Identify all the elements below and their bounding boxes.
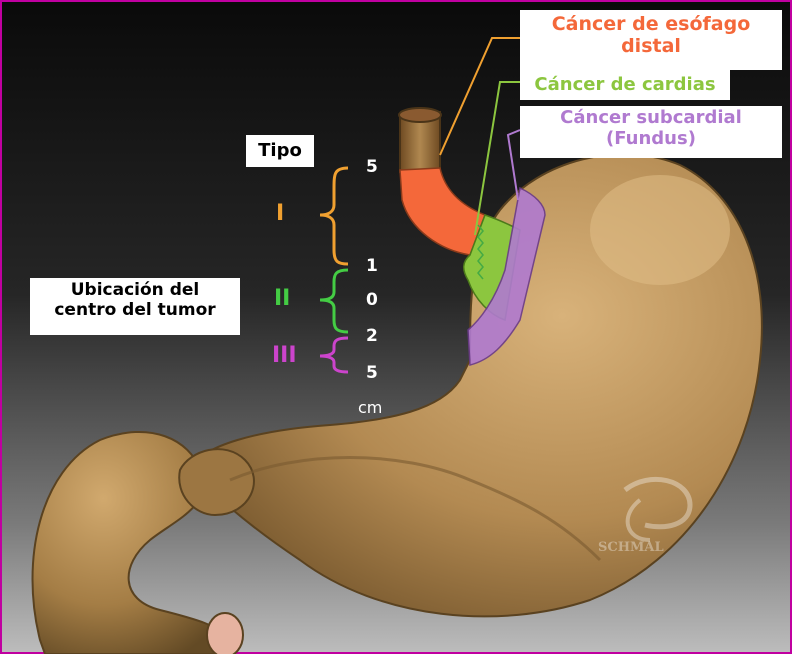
watermark-text: SCHMAL <box>598 540 664 555</box>
unit-label: cm <box>358 398 382 417</box>
type-braces <box>312 160 362 390</box>
tick-label: 1 <box>366 256 378 276</box>
type-1-label: I <box>276 201 284 226</box>
label-tipo: Tipo <box>246 135 314 167</box>
tick-label: 5 <box>366 363 378 383</box>
label-subcardial-line1: Cáncer subcardial <box>520 108 782 129</box>
type-2-label: II <box>274 286 290 311</box>
label-ubicacion: Ubicación del centro del tumor <box>30 278 240 335</box>
label-cardias-text: Cáncer de cardias <box>534 74 715 95</box>
label-ubicacion-line1: Ubicación del <box>30 281 240 301</box>
label-esofago-line1: Cáncer de esófago <box>520 14 782 36</box>
duodenum-opening <box>207 613 243 654</box>
brace-type-3 <box>320 338 348 372</box>
label-subcardial-line2: (Fundus) <box>520 129 782 150</box>
label-esofago-distal: Cáncer de esófago distal <box>520 10 782 70</box>
label-subcardial: Cáncer subcardial (Fundus) <box>520 106 782 158</box>
tick-label: 5 <box>366 157 378 177</box>
brace-type-1 <box>320 168 348 264</box>
label-ubicacion-line2: centro del tumor <box>30 301 240 321</box>
tick-label: 2 <box>366 326 378 346</box>
label-tipo-text: Tipo <box>258 140 302 161</box>
tick-label: 0 <box>366 290 378 310</box>
label-cardias: Cáncer de cardias <box>520 70 730 100</box>
fundus-highlight <box>590 175 730 285</box>
esophagus-opening <box>399 108 441 122</box>
type-3-label: III <box>272 343 297 368</box>
label-esofago-line2: distal <box>520 36 782 58</box>
brace-type-2 <box>320 270 348 332</box>
pylorus <box>179 449 254 515</box>
